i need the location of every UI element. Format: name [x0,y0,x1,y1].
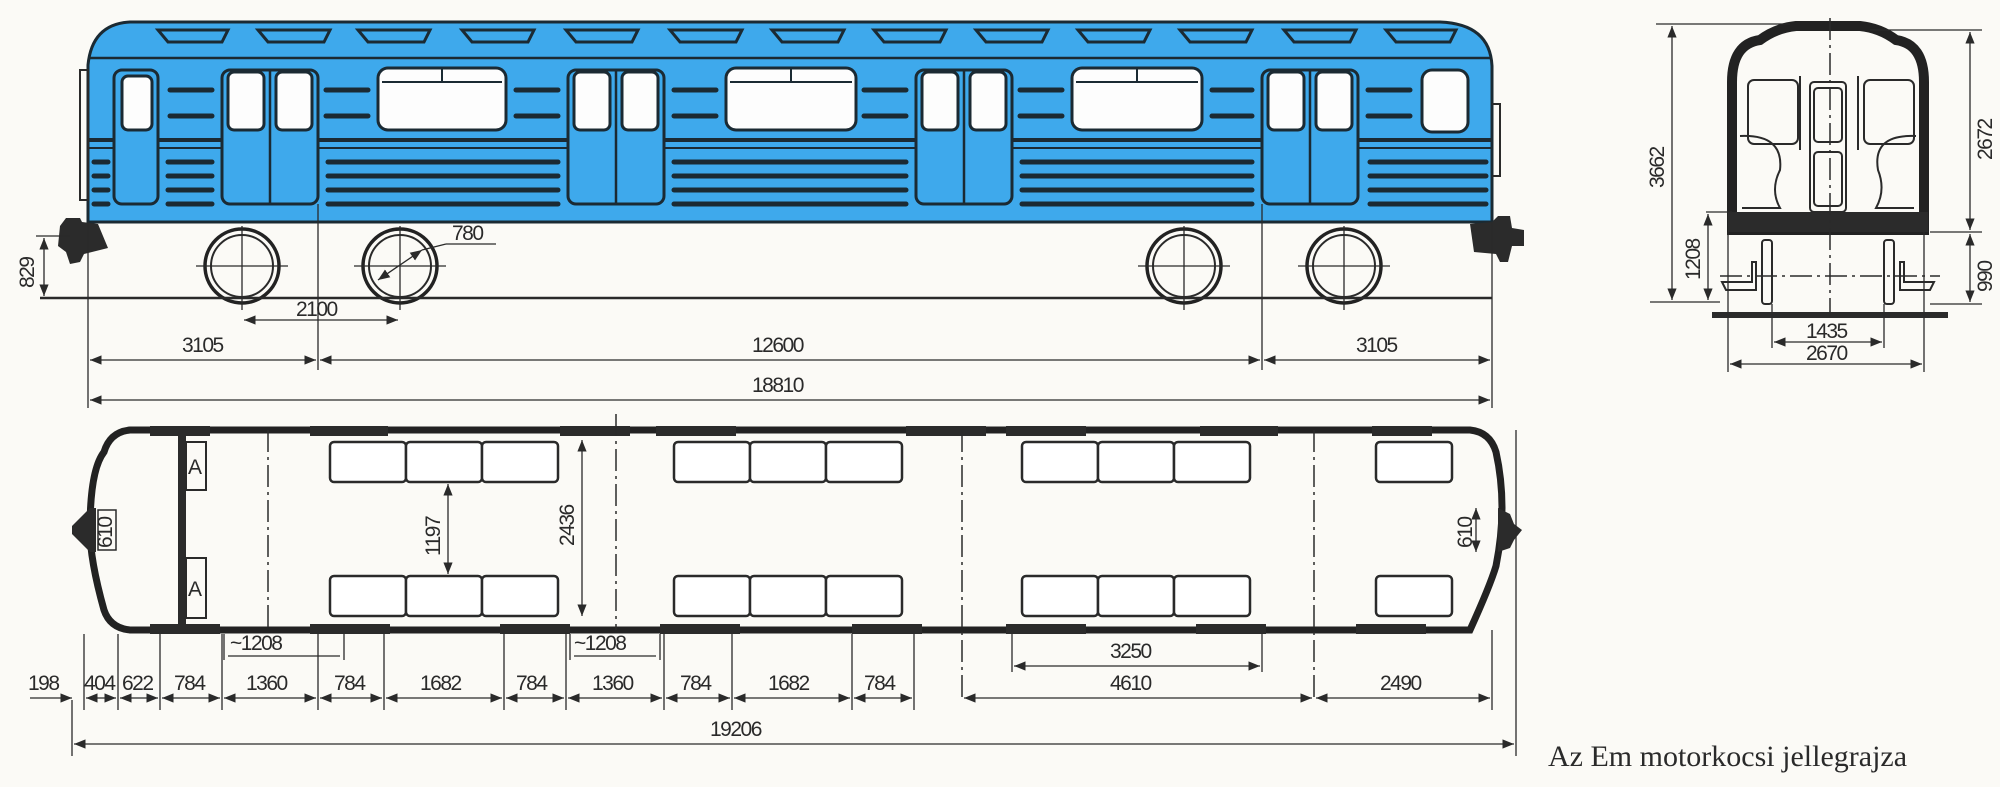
coupler-left [58,218,108,264]
upper-ribs [167,87,1413,119]
dim-underframe-height: 990 [1974,261,1997,292]
segment-dims: 198 404 622 784 1360 784 1682 784 1360 7… [28,430,1517,756]
dim-wheel-diameter: 780 [452,222,483,245]
dim-overhang-left: 3105 [182,334,224,357]
dim-center-to-center: 4610 [1110,672,1152,695]
dim-seat-bench: 3250 [1110,640,1152,663]
dim-coupler-height: 829 [16,257,39,288]
dim-bogie-centers: 12600 [752,334,804,357]
dim-total-height: 3662 [1646,146,1669,188]
dim-body-height: 2672 [1974,118,1997,160]
dim-seg-8: 1360 [592,672,634,695]
dim-end-section: 2490 [1380,672,1422,695]
dim-length-over-body: 18810 [752,374,804,397]
roof-vents [154,28,1459,44]
dim-interior-width: 2436 [556,504,579,546]
doors [112,68,1360,206]
end-view: 3662 1208 2672 990 1435 2670 [1646,18,1997,372]
dim-seg-3: 784 [174,672,206,695]
dim-track-gauge: 1435 [1806,320,1848,343]
dim-seg-11: 784 [864,672,896,695]
cab-label-bottom: A [188,578,202,601]
seats [328,440,1454,618]
dim-body-width: 2670 [1806,342,1848,365]
dim-seg-2: 622 [122,672,153,695]
plan-view: A A 610 610 1197 2436 [28,414,1522,756]
dim-aisle-width: 1197 [422,516,445,556]
dim-overhang-right: 3105 [1356,334,1398,357]
dim-coupler-width-left: 610 [94,517,117,548]
dim-length-over-couplers: 19206 [710,718,762,741]
dim-coupler-width-right: 610 [1454,517,1477,548]
side-view: 829 780 2100 3105 12600 3105 18810 [16,20,1524,408]
dim-seg-4: 1360 [246,672,288,695]
dim-door-opening-2: ~1208 [574,632,626,655]
dim-seg-6: 1682 [420,672,462,695]
dim-seg-1: 404 [84,672,116,695]
dim-seg-7: 784 [516,672,548,695]
lower-ribs [91,159,1489,207]
dim-door-opening-1: ~1208 [230,632,282,655]
figure-caption: Az Em motorkocsi jellegrajza [1548,740,1908,773]
side-windows [376,66,1470,134]
dim-seg-5: 784 [334,672,366,695]
dim-seg-9: 784 [680,672,712,695]
coupler-right [1470,216,1524,262]
cab-label-top: A [188,456,202,479]
dim-seg-10: 1682 [768,672,810,695]
dim-floor-height: 1208 [1682,238,1705,280]
dim-bogie-wheelbase: 2100 [296,298,338,321]
dim-seg-0: 198 [28,672,59,695]
